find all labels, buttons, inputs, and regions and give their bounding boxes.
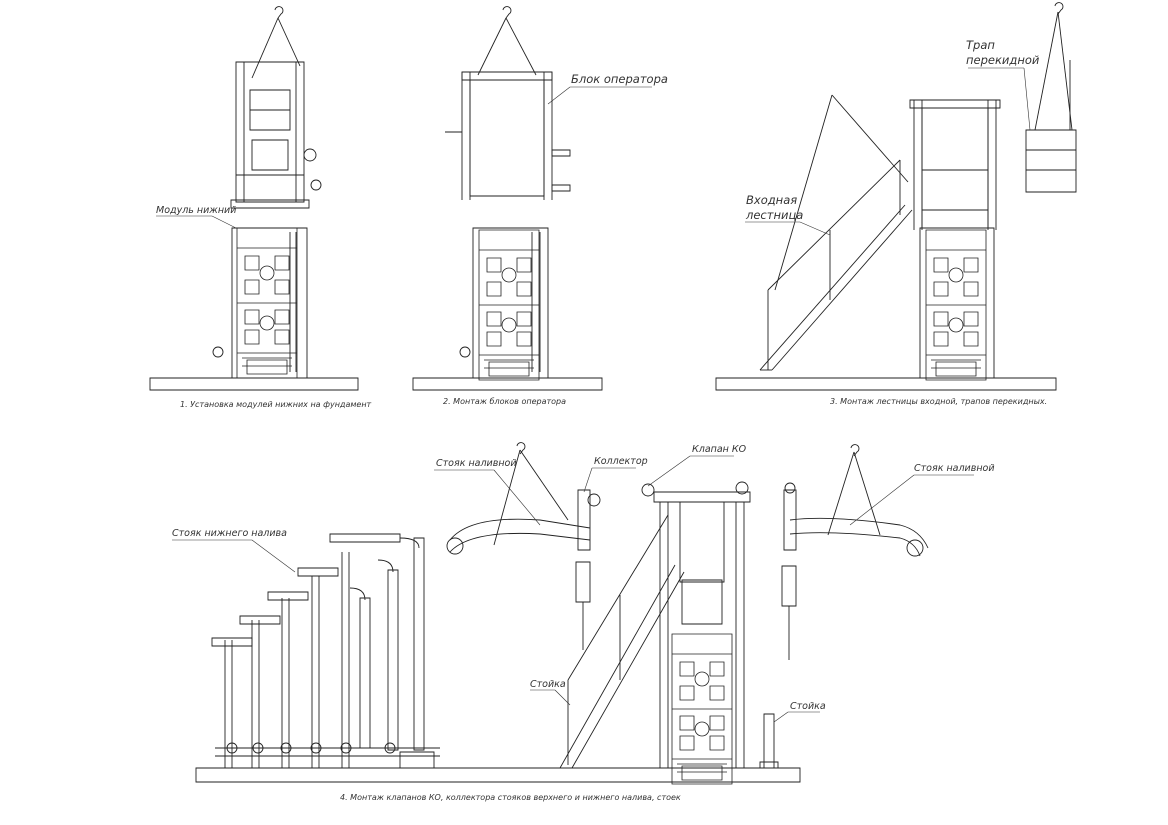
caption-step4: 4. Монтаж клапанов КО, коллектора стояко…: [340, 793, 681, 802]
caption-step2: 2. Монтаж блоков оператора: [443, 397, 566, 406]
label-riser-top-right: Стояк наливной: [914, 463, 995, 474]
step3-drawing: [716, 3, 1076, 390]
label-collector: Коллектор: [594, 456, 648, 467]
label-module-lower: Модуль нижний: [156, 205, 236, 216]
label-valve-ko: Клапан КО: [692, 444, 747, 455]
label-stair-line1: Входная: [746, 193, 797, 207]
label-gangway-line2: перекидной: [966, 53, 1040, 67]
step2-drawing: [413, 7, 602, 390]
label-gangway-line1: Трап: [966, 38, 995, 52]
step4-drawing: [196, 443, 928, 785]
label-operator-block: Блок оператора: [571, 72, 668, 86]
label-riser-top-left: Стояк наливной: [436, 458, 517, 469]
leader-lines: [156, 68, 1030, 722]
label-post-left: Стойка: [530, 679, 566, 690]
label-riser-lower: Стояк нижнего налива: [172, 528, 287, 539]
caption-step1: 1. Установка модулей нижних на фундамент: [180, 400, 372, 409]
step1-drawing: [150, 7, 358, 390]
label-post-right: Стойка: [790, 701, 826, 712]
label-stair-line2: лестница: [745, 208, 803, 222]
caption-step3: 3. Монтаж лестницы входной, трапов перек…: [830, 397, 1047, 406]
